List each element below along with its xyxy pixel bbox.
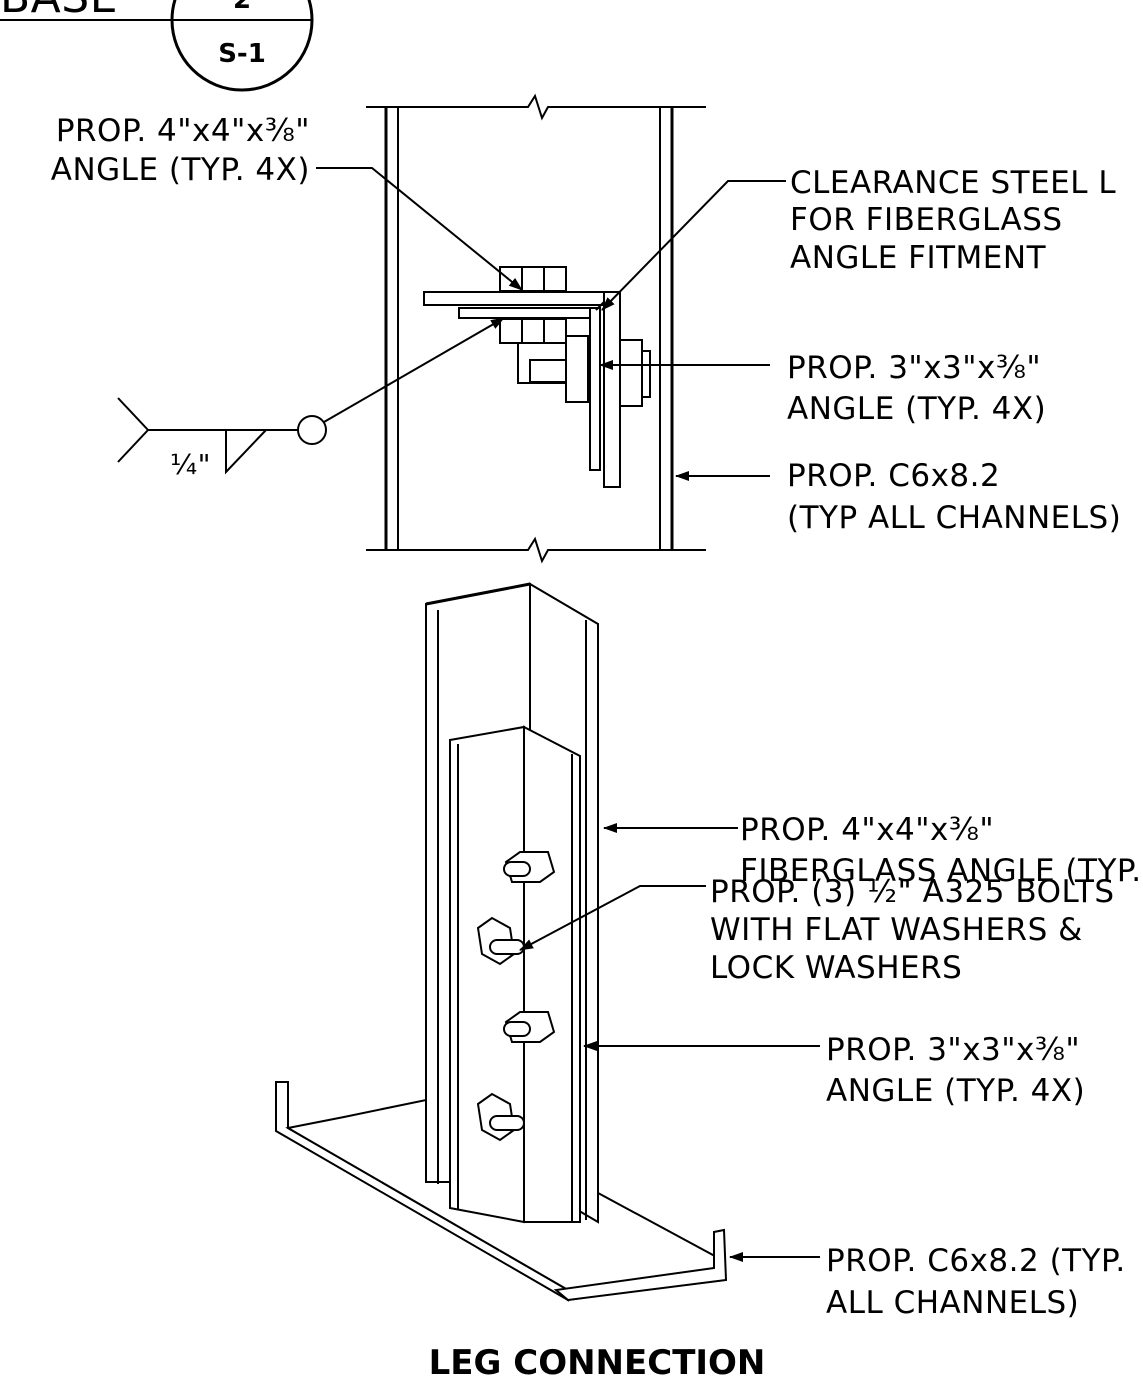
callout-clearance-line1: CLEARANCE STEEL L <box>790 165 1116 201</box>
bolt-stack <box>499 266 651 407</box>
callout-fiberglass-line2: FIBERGLASS ANGLE (TYP.) <box>740 853 1143 889</box>
callout-angle-4x4-line1: PROP. 4"x4"x⅜" <box>56 113 310 149</box>
leader-bolts <box>519 885 706 951</box>
leader-clearance <box>601 180 786 311</box>
bolt-4 <box>476 1092 525 1142</box>
steel-angle-left-leg <box>449 725 525 1224</box>
callout-fiberglass-line1: PROP. 4"x4"x⅜" <box>740 812 994 848</box>
angle-4x4-horizontal-leg <box>423 291 613 306</box>
callout-angle-3x3-line2: ANGLE (TYP. 4X) <box>787 391 1046 427</box>
drawing-title: LEG CONNECTION <box>429 1343 766 1383</box>
callout-bolts-line3: LOCK WASHERS <box>710 950 962 986</box>
callout-angle-3x3-line1: PROP. 3"x3"x⅜" <box>787 350 1041 386</box>
callout-clearance-line3: ANGLE FITMENT <box>790 240 1047 276</box>
callout-channel-line2: (TYP ALL CHANNELS) <box>787 500 1121 536</box>
angle-3x3-vertical-leg <box>589 307 601 471</box>
bubble-top-number: 2 <box>233 0 251 15</box>
isometric-view: PROP. 4"x4"x⅜" FIBERGLASS ANGLE (TYP.) P… <box>275 582 1143 1321</box>
callout-clearance-line2: FOR FIBERGLASS <box>790 202 1063 238</box>
angle-3x3-horizontal-leg <box>458 307 597 319</box>
bubble-sheet-ref: S-1 <box>218 39 266 69</box>
plan-view: ¼" PROP. 4"x4"x⅜" ANGLE (TYP. 4X) CLEARA… <box>51 93 1121 564</box>
section-word: BASE <box>0 0 118 23</box>
leader-angle-4x4 <box>316 167 523 291</box>
callout-bolts-line2: WITH FLAT WASHERS & <box>710 912 1083 948</box>
callout-angle-3x3-iso-line1: PROP. 3"x3"x⅜" <box>826 1032 1080 1068</box>
weld-size: ¼" <box>170 448 211 481</box>
bolt-2 <box>476 916 525 966</box>
channel-back-flange <box>553 1228 728 1302</box>
weld-symbol: ¼" <box>117 317 505 481</box>
callout-channel-iso-line1: PROP. C6x8.2 (TYP. <box>826 1243 1126 1279</box>
steel-angle-right-leg <box>523 725 581 1223</box>
bottom-break-line <box>366 536 706 564</box>
bolt-1 <box>503 851 556 883</box>
angle-4x4-vertical-leg <box>603 291 621 488</box>
top-break-line <box>366 93 706 121</box>
callout-angle-3x3-iso-line2: ANGLE (TYP. 4X) <box>826 1073 1085 1109</box>
detail-reference: BASE 2 S-1 <box>0 0 314 92</box>
callout-angle-4x4-line2: ANGLE (TYP. 4X) <box>51 152 310 188</box>
callout-channel-iso-line2: ALL CHANNELS) <box>826 1285 1079 1321</box>
callout-channel-line1: PROP. C6x8.2 <box>787 458 1000 494</box>
callout-bolts-line1: PROP. (3) ½" A325 BOLTS <box>710 874 1115 910</box>
bolt-3 <box>503 1011 556 1043</box>
